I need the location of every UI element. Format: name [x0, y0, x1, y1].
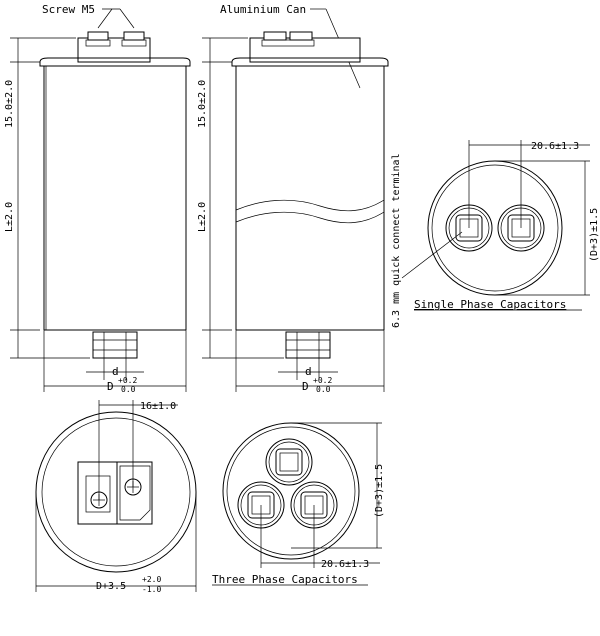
break-line-2 [235, 211, 385, 224]
base-tol-minus: -1.0 [142, 585, 161, 594]
mounting-stud-nut-right [285, 331, 331, 359]
screw-head-right [123, 31, 145, 41]
base-view: 16±1.0 D+3.5 +2.0 -1.0 [35, 400, 197, 594]
screw-label: Screw M5 [42, 3, 95, 16]
three-phase-title: Three Phase Capacitors [212, 573, 358, 586]
mounting-stud-nut [92, 331, 138, 359]
three-terminal-top-core [279, 452, 299, 472]
base-terminal-right [119, 465, 151, 521]
base-terminal-left [85, 475, 111, 513]
three-terminal-top-square [275, 448, 303, 476]
single-spacing-label: 20.6±1.3 [531, 141, 579, 152]
screw-head-right-1 [263, 31, 287, 41]
washer-left [85, 39, 111, 47]
dim-D-left: D [107, 380, 114, 393]
can-label: Aluminium Can [220, 3, 306, 16]
base-terminal-block [77, 461, 153, 525]
tol-zero-left: 0.0 [121, 385, 136, 394]
tol-plus-right: +0.2 [313, 376, 332, 385]
break-line-1 [235, 199, 385, 212]
base-spacing-label: 16±1.0 [140, 401, 176, 412]
three-spacing-label: 20.6±1.3 [321, 559, 369, 570]
three-phase-view: 20.6±1.3 (D+3)±1.5 Three Phase Capacitor… [212, 422, 385, 586]
three-terminal-top-ring [265, 438, 313, 486]
quick-connect-label: 6.3 mm quick connect terminal [391, 153, 402, 328]
dim-top-right: 15.0±2.0 [197, 80, 208, 128]
base-dia-label: D+3.5 [96, 581, 126, 592]
three-dia-label: (D+3)±1.5 [374, 464, 385, 518]
three-inner-circle [226, 426, 356, 556]
three-outer-circle [222, 422, 360, 560]
base-tol-plus: +2.0 [142, 575, 161, 584]
washer-right [121, 39, 147, 47]
screw-leader-arrow-2 [97, 8, 113, 29]
screw-head-left [87, 31, 109, 41]
dim-top-left: 15.0±2.0 [4, 80, 15, 128]
base-inner-circle [41, 417, 191, 567]
can-top-rim-right [231, 57, 389, 67]
can-top-rim [39, 57, 191, 67]
dim-length-left: L±2.0 [4, 202, 15, 232]
dim-d-left: d [112, 365, 119, 378]
tol-zero-right: 0.0 [316, 385, 331, 394]
base-outer-circle [35, 411, 197, 573]
right-side-view: Aluminium Can 15.0±2.0 L±2.0 [197, 3, 402, 394]
single-dia-label: (D+3)±1.5 [589, 208, 600, 262]
dim-D-right: D [302, 380, 309, 393]
dim-d-right: d [305, 365, 312, 378]
screw-leader-arrow [119, 8, 135, 29]
quick-connect-leader [401, 231, 463, 279]
single-inner-circle [431, 164, 559, 292]
single-outer-circle [427, 160, 563, 296]
washer-right-view [261, 39, 315, 47]
single-phase-view: 20.6±1.3 (D+3)±1.5 Single Phase Capacito… [401, 140, 600, 311]
screw-head-right-2 [289, 31, 313, 41]
dim-length-right: L±2.0 [197, 202, 208, 232]
single-phase-title: Single Phase Capacitors [414, 298, 566, 311]
tol-plus-left: +0.2 [118, 376, 137, 385]
three-terminal-top-inner [268, 441, 310, 483]
left-side-view: Screw M5 15.0±2.0 L±2.0 [4, 3, 191, 394]
